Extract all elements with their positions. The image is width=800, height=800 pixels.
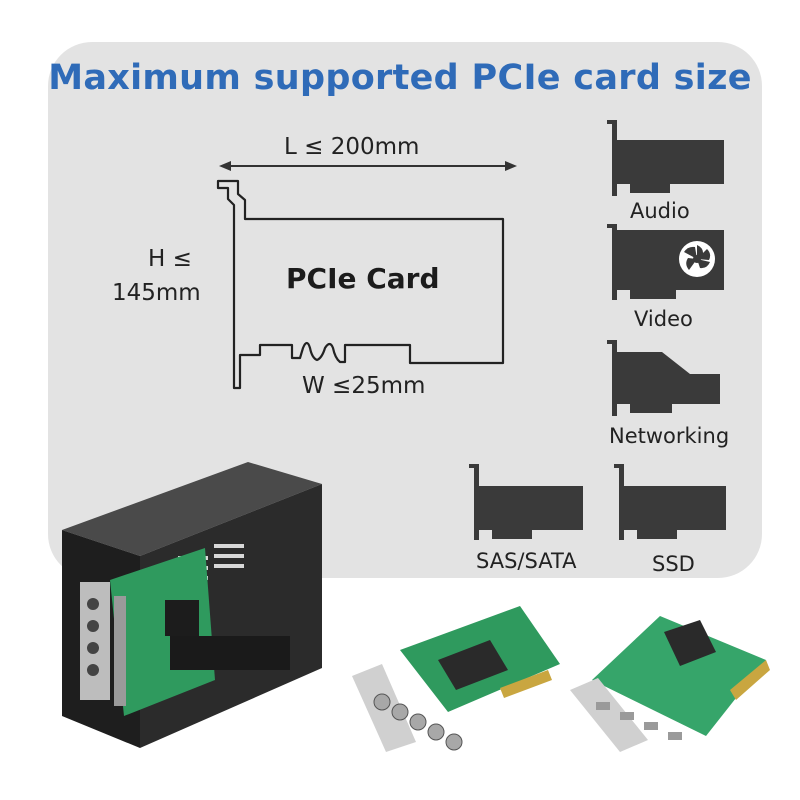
length-label: L ≤ 200mm [284,134,420,160]
card-type-label-sas-sata: SAS/SATA [476,549,577,573]
video-card-icon [607,224,724,300]
pcie-enclosure-photo [62,462,322,748]
card-type-label-video: Video [634,307,693,331]
height-label: H ≤ [148,246,192,272]
length-arrow [219,161,517,171]
networking-card-icon [607,340,720,416]
card-type-label-networking: Networking [609,424,730,448]
hdmi-capture-card-photo [570,616,770,752]
card-label: PCIe Card [286,262,440,295]
width-label: W ≤25mm [302,373,426,399]
audio-card-icon [607,120,724,196]
sas-sata-card-icon [469,464,583,540]
sdi-capture-card-photo [352,606,560,752]
card-type-label-ssd: SSD [652,552,695,576]
pcie-card-outline [216,179,505,390]
ssd-card-icon [614,464,726,540]
height-value-label: 145mm [112,280,201,306]
page-title: Maximum supported PCIe card size [48,58,752,98]
fan-icon [684,245,711,270]
card-type-label-audio: Audio [630,199,690,223]
